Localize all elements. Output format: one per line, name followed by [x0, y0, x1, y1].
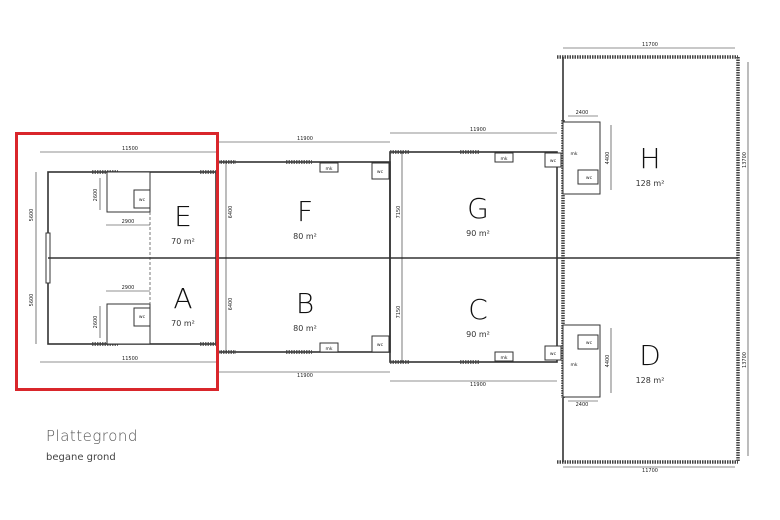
dim-a-stair-depth: 2600 [93, 316, 99, 329]
unit-g-letter: G [467, 192, 489, 225]
label-wc-a: wc [139, 315, 146, 320]
dim-d-width: 11700 [642, 468, 658, 474]
dim-c-width: 11900 [470, 382, 486, 388]
unit-b-area: 80 m² [293, 324, 317, 333]
label-mk-d: mk [571, 362, 578, 368]
label-mk-c: mk [501, 355, 508, 361]
unit-d-area: 128 m² [636, 376, 665, 385]
dim-h-stair-width: 2400 [576, 110, 589, 116]
dimension-labels: 11500 11500 5600 5600 2600 2600 2900 290… [29, 42, 748, 474]
unit-c-area: 90 m² [466, 330, 490, 339]
dimension-lines [35, 47, 749, 468]
drawing-subtitle: begane grond [46, 452, 116, 463]
unit-labels: E 70 m² A 70 m² F 80 m² B 80 m² G 90 m² … [171, 142, 664, 385]
dim-d-stair-depth: 4400 [605, 355, 611, 368]
unit-g-area: 90 m² [466, 229, 490, 238]
dim-a-stair-width: 2900 [122, 285, 135, 291]
label-wc-g: wc [550, 159, 557, 164]
label-wc-f: wc [377, 170, 384, 175]
dim-b-depth: 6400 [228, 298, 234, 311]
dim-d-stair-width: 2400 [576, 402, 589, 408]
unit-b-letter: B [296, 287, 314, 320]
dim-ea-width-bottom: 11500 [122, 356, 138, 362]
label-mk-g: mk [501, 156, 508, 162]
dim-e-depth: 5600 [29, 209, 35, 222]
unit-e-area: 70 m² [171, 237, 195, 246]
label-wc-b: wc [377, 343, 384, 348]
dim-g-depth: 7150 [396, 206, 402, 219]
dim-e-stair-width: 2900 [122, 219, 135, 225]
unit-a-letter: A [173, 282, 192, 315]
unit-a-area: 70 m² [171, 319, 195, 328]
label-mk-f: mk [326, 166, 333, 172]
block-e-a [45, 170, 217, 346]
room-labels: wc wc mk wc mk wc mk wc mk wc mk wc mk w… [139, 151, 593, 368]
dim-e-stair-depth: 2600 [93, 189, 99, 202]
label-wc-h: wc [586, 176, 593, 181]
label-mk-b: mk [326, 346, 333, 352]
highlight-frame [15, 132, 219, 391]
unit-e-letter: E [174, 200, 192, 233]
dim-f-width: 11900 [297, 136, 313, 142]
label-wc-d: wc [586, 341, 593, 346]
dim-h-depth: 13700 [742, 152, 748, 168]
dim-a-depth: 5600 [29, 294, 35, 307]
dim-d-depth: 13700 [742, 352, 748, 368]
label-wc-e: wc [139, 198, 146, 203]
dim-h-stair-depth: 4400 [605, 152, 611, 165]
unit-c-letter: C [468, 293, 488, 326]
unit-f-area: 80 m² [293, 232, 317, 241]
block-g-c [389, 150, 562, 364]
dim-g-width: 11900 [470, 127, 486, 133]
dim-ea-width-top: 11500 [122, 146, 138, 152]
dim-c-depth: 7150 [396, 306, 402, 319]
dim-h-width: 11700 [642, 42, 658, 48]
unit-h-letter: H [639, 142, 660, 175]
unit-d-letter: D [639, 339, 661, 372]
dim-b-width: 11900 [297, 373, 313, 379]
block-h-d [557, 55, 740, 464]
label-wc-c: wc [550, 352, 557, 357]
unit-f-letter: F [297, 195, 313, 228]
dim-f-depth: 6400 [228, 206, 234, 219]
unit-h-area: 128 m² [636, 179, 665, 188]
label-mk-h: mk [571, 151, 578, 157]
drawing-title: Plattegrond [46, 427, 138, 445]
